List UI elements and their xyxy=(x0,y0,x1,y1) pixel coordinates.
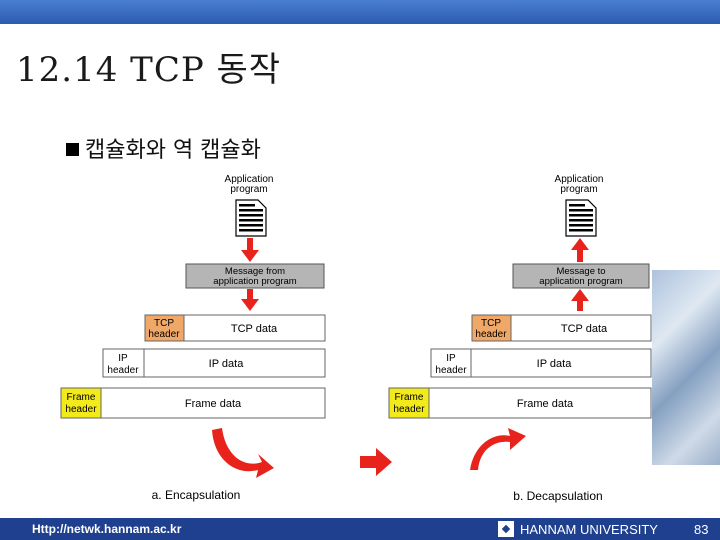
frame-header-label-b-1: Frame xyxy=(395,392,424,403)
ip-header-a xyxy=(102,348,145,378)
right-arrow-icon xyxy=(360,448,392,476)
app-label-b-2: program xyxy=(560,184,597,195)
page-number: 83 xyxy=(694,522,709,537)
message-box-a xyxy=(185,263,325,289)
diagram-encapsulation: Application program Message from applica… xyxy=(60,174,326,502)
tcp-header-label-a-2: header xyxy=(148,329,180,340)
bullet-text: 캡슐화와 역 캡슐화 xyxy=(85,138,261,163)
ip-header-label-b-1: IP xyxy=(446,353,456,364)
tcp-data-label-b: TCP data xyxy=(561,323,608,335)
up-arrow-icon xyxy=(571,238,589,262)
message-label-a-2: application program xyxy=(213,276,297,287)
ip-data-b xyxy=(470,348,652,378)
bullet-square-icon xyxy=(66,143,79,156)
message-label-b-1: Message to xyxy=(556,266,605,277)
top-bar xyxy=(0,0,720,24)
decorative-image xyxy=(652,270,720,465)
tcp-header-a xyxy=(144,314,185,342)
message-box-b xyxy=(512,263,650,289)
app-label-a-2: program xyxy=(230,184,267,195)
ip-header-label-a-2: header xyxy=(107,365,139,376)
ip-header-label-a-1: IP xyxy=(118,353,128,364)
footer-url: Http://netwk.hannam.ac.kr xyxy=(32,522,182,536)
caption-a: a. Encapsulation xyxy=(152,488,241,502)
message-label-b-2: application program xyxy=(539,276,623,287)
frame-header-b xyxy=(388,387,430,419)
frame-data-label-a: Frame data xyxy=(185,398,242,410)
frame-data-b xyxy=(428,387,652,419)
tcp-header-label-b-2: header xyxy=(475,329,507,340)
ip-data-label-a: IP data xyxy=(209,358,245,370)
slide-title: 12.14 TCP 동작 xyxy=(16,50,282,90)
tcp-header-label-b-1: TCP xyxy=(481,318,501,329)
ip-data-a xyxy=(143,348,326,378)
curved-arrow-icon xyxy=(470,428,526,470)
tcp-data-b xyxy=(510,314,652,342)
app-label-b-1: Application xyxy=(555,174,604,185)
frame-header-a xyxy=(60,387,102,419)
down-arrow-icon xyxy=(241,289,259,311)
app-label-a-1: Application xyxy=(225,174,274,185)
university-logo-icon xyxy=(498,521,514,537)
ip-header-b xyxy=(430,348,472,378)
tcp-header-b xyxy=(471,314,512,342)
tcp-header-label-a-1: TCP xyxy=(154,318,174,329)
message-label-a-1: Message from xyxy=(225,266,285,277)
document-icon xyxy=(235,199,267,237)
frame-header-label-a-2: header xyxy=(65,404,97,415)
ip-data-label-b: IP data xyxy=(537,358,573,370)
ip-header-label-b-2: header xyxy=(435,365,467,376)
document-icon xyxy=(565,199,597,237)
tcp-data-label-a: TCP data xyxy=(231,323,278,335)
up-arrow-icon xyxy=(571,289,589,311)
down-arrow-icon xyxy=(241,238,259,262)
bullet-item: 캡슐화와 역 캡슐화 xyxy=(66,132,261,164)
footer-bar: Http://netwk.hannam.ac.kr HANNAM UNIVERS… xyxy=(0,518,720,540)
frame-data-a xyxy=(100,387,326,419)
frame-header-label-b-2: header xyxy=(393,404,425,415)
caption-b: b. Decapsulation xyxy=(513,489,602,503)
footer-university: HANNAM UNIVERSITY xyxy=(520,522,658,537)
frame-header-label-a-1: Frame xyxy=(67,392,96,403)
diagram-decapsulation: Application program Message to applicati… xyxy=(388,174,652,503)
tcp-data-a xyxy=(183,314,326,342)
curved-arrow-icon xyxy=(212,428,274,478)
frame-data-label-b: Frame data xyxy=(517,398,574,410)
